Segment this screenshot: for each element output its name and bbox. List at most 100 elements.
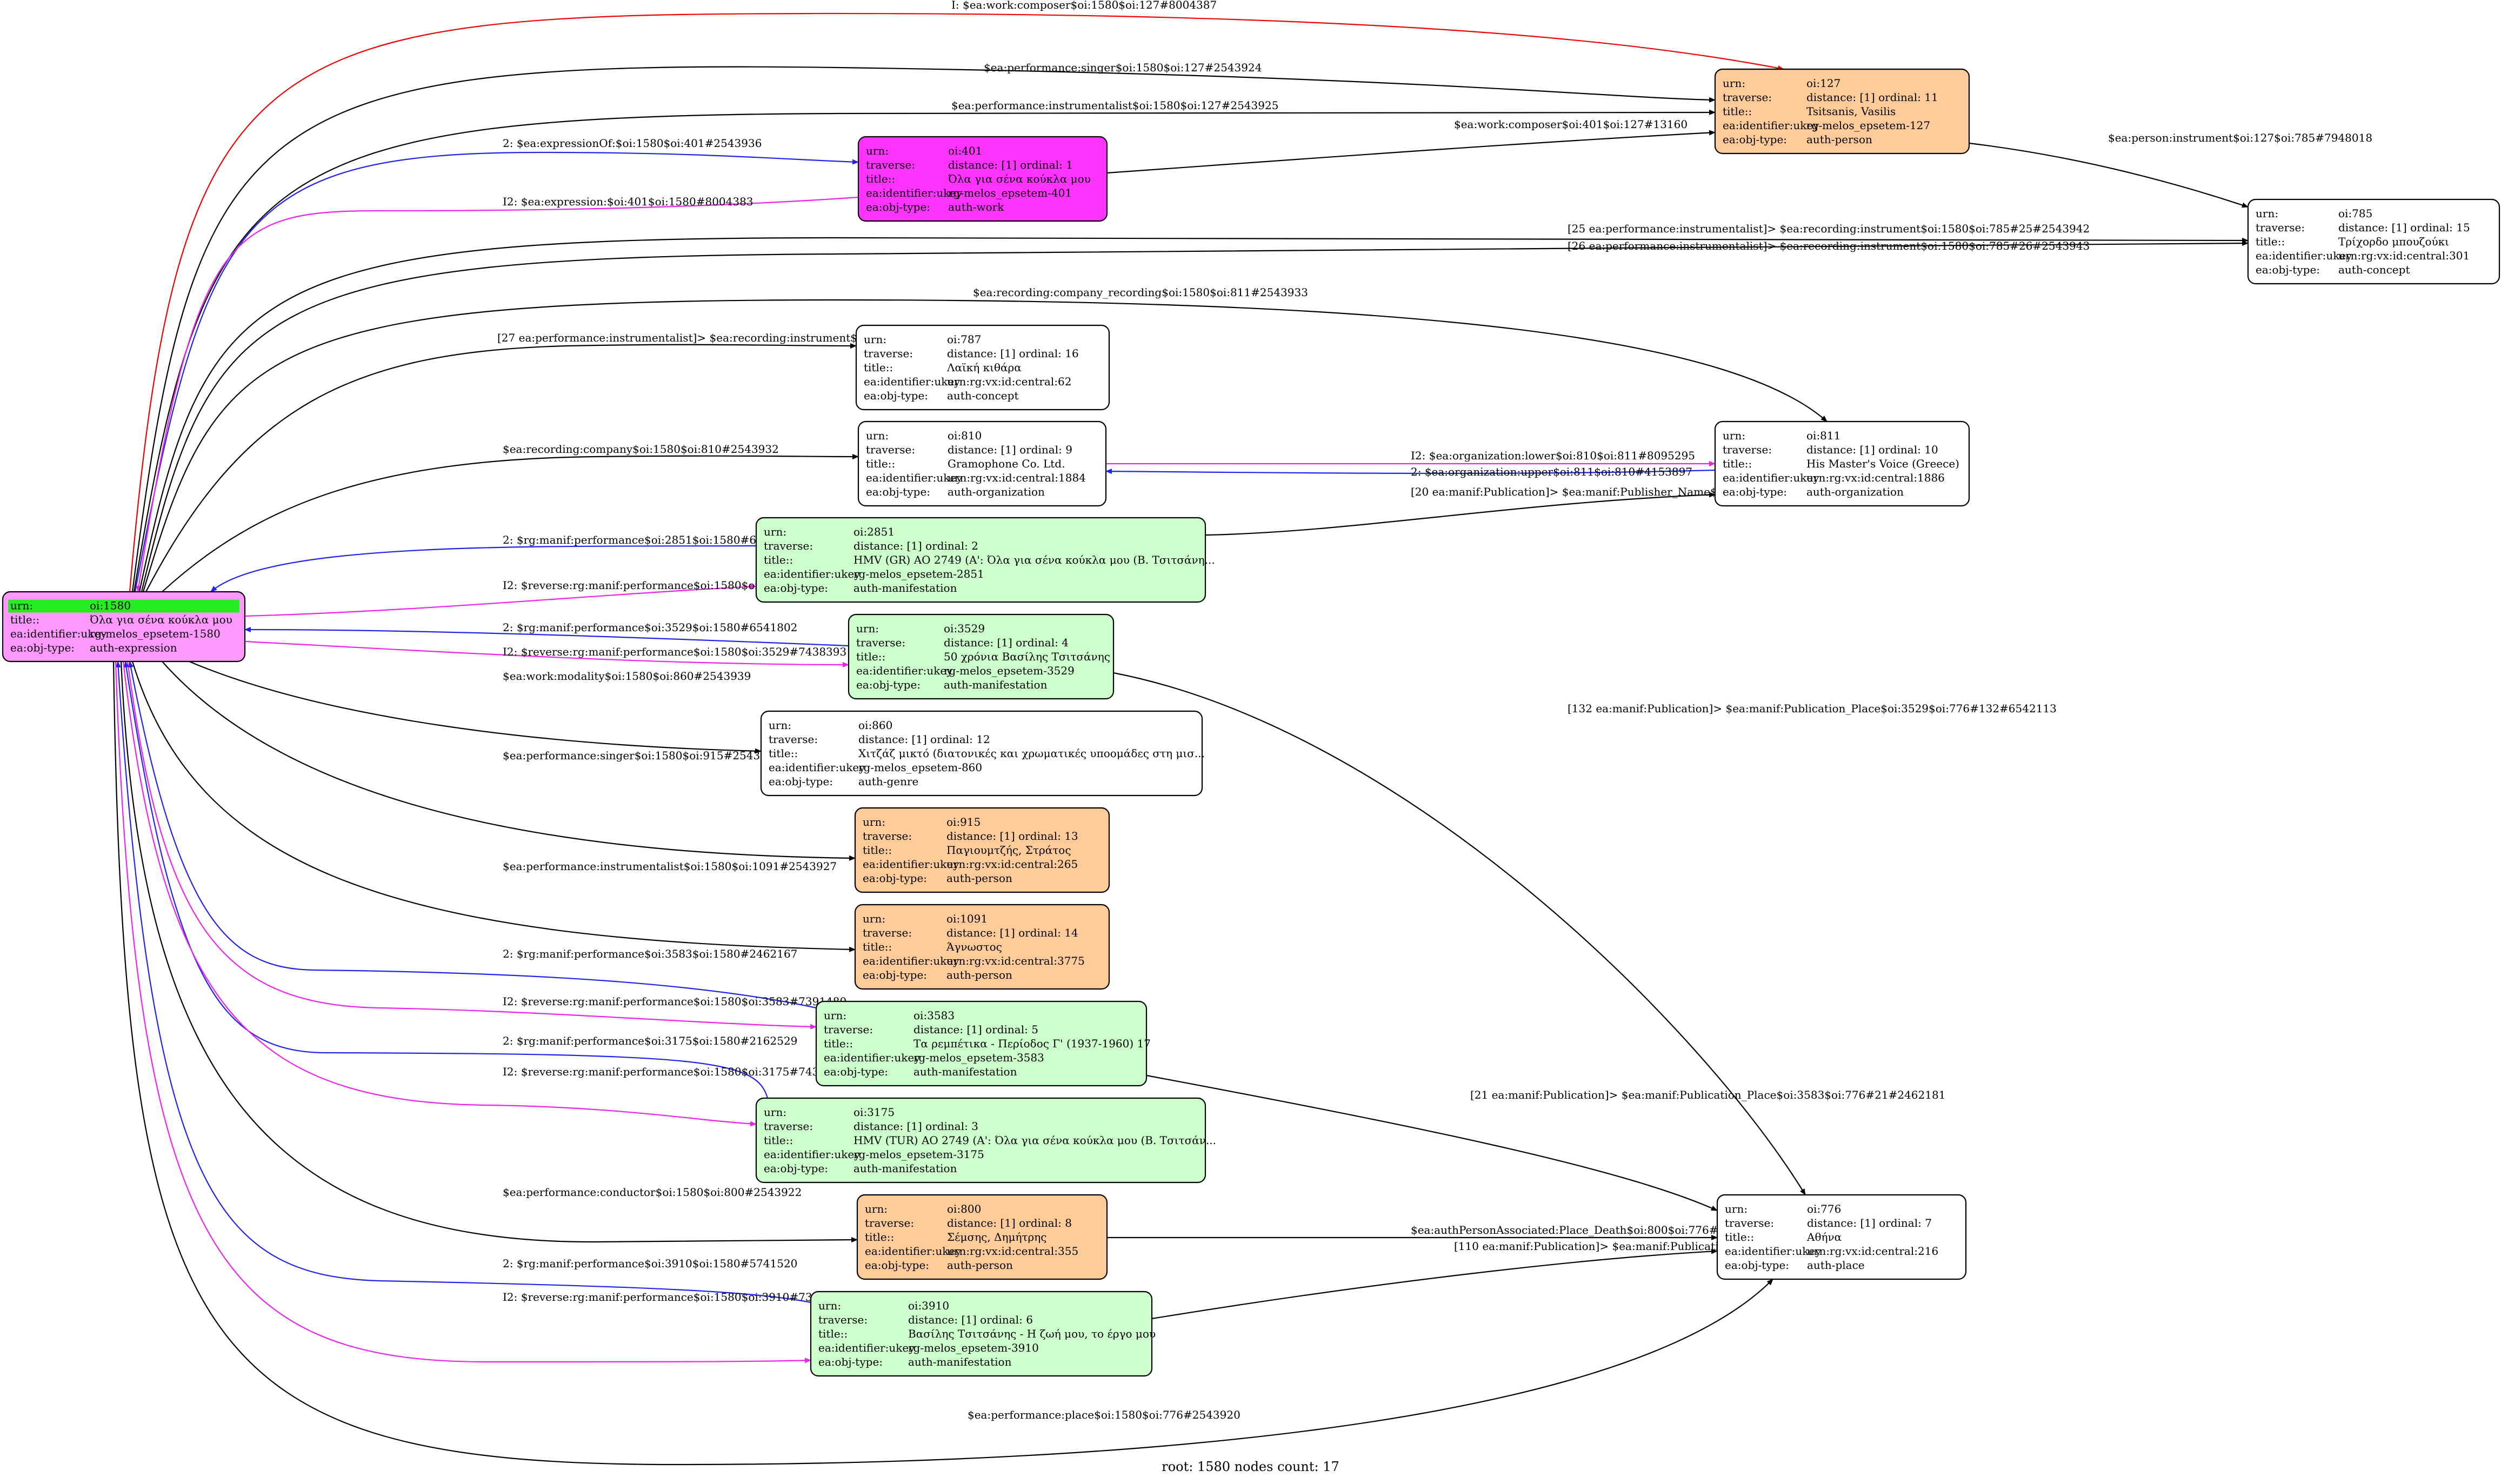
node-field-ukey: urn:rg:vx:id:central:62 [947, 375, 1071, 388]
node-box [2247, 198, 2500, 285]
node-field-traverse: distance: [1] ordinal: 8 [947, 1216, 1072, 1229]
node-field-urn: oi:127 [1806, 77, 1840, 90]
node-field-key: title:: [865, 1231, 894, 1244]
node-field-key: urn: [1725, 1202, 1748, 1215]
edge-line [244, 627, 849, 647]
node-field-type: auth-person [946, 968, 1012, 981]
node-field-key: title:: [863, 844, 892, 857]
node-field-type: auth-manifestation [944, 678, 1048, 691]
edge-line [122, 661, 757, 1127]
node-field-key: traverse: [863, 926, 912, 939]
edge-label: $ea:performance:instrumentalist$oi:1580$… [503, 860, 837, 873]
node-field-ukey: urn:rg:vx:id:central:1884 [948, 471, 1086, 484]
node-field-key: traverse: [824, 1023, 873, 1036]
edge-e16: 2: $rg:manif:performance$oi:2851$oi:1580… [210, 533, 797, 592]
node-field-key: title:: [1725, 1231, 1754, 1244]
edge-line [189, 660, 762, 754]
edge-label: $ea:authPersonAssociated:Place_Death$oi:… [1411, 1224, 1766, 1236]
edge-label: I2: $reverse:rg:manif:performance$oi:158… [503, 645, 846, 658]
edge-label: I2: $ea:organization:lower$oi:810$oi:811… [1411, 449, 1695, 462]
edge-line [126, 661, 817, 1030]
node-box [848, 613, 1115, 700]
node-field-key: traverse: [1723, 443, 1772, 456]
node-field-key: traverse: [863, 830, 912, 843]
node-field-traverse: distance: [1] ordinal: 13 [946, 830, 1078, 843]
edges-layer: I: $ea:work:composer$oi:1580$oi:127#8004… [112, 0, 2372, 1466]
node-field-title: 50 χρόνια Βασίλης Τσιτσάνης [944, 650, 1110, 663]
edge-label: 2: $rg:manif:performance$oi:2851$oi:1580… [503, 533, 797, 546]
node-field-title: HMV (TUR) AO 2749 (A': Όλα για σένα κούκ… [853, 1134, 1216, 1147]
node-field-urn: oi:3529 [944, 622, 985, 635]
node-field-key: ea:identifier:ukey [1723, 471, 1819, 484]
node-field-key: title:: [764, 1134, 793, 1147]
node-field-title: Λαϊκή κιθάρα [946, 361, 1022, 374]
node-field-traverse: distance: [1] ordinal: 6 [908, 1313, 1033, 1326]
node-field-key: traverse: [866, 158, 915, 171]
node-field-key: title:: [866, 172, 895, 185]
node-field-title: Παγιουμτζής, Στράτος [946, 844, 1071, 857]
node-field-type: auth-place [1807, 1259, 1865, 1272]
node-field-ukey: urn:rg:vx:id:central:3775 [946, 954, 1085, 967]
node-field-key: traverse: [865, 1216, 914, 1229]
node-field-key: traverse: [856, 636, 905, 649]
edge-line [244, 584, 757, 617]
node-field-key: ea:identifier:ukey [1725, 1245, 1822, 1258]
edge-e3: $ea:performance:instrumentalist$oi:1580$… [133, 99, 1716, 592]
node-field-type: auth-concept [947, 389, 1018, 402]
node-field-traverse: distance: [1] ordinal: 1 [948, 158, 1073, 171]
node-field-key: traverse: [866, 443, 915, 456]
node-field-type: auth-person [946, 872, 1012, 885]
edge-label: $ea:performance:place$oi:1580$oi:776#254… [968, 1408, 1241, 1421]
node-field-key: title:: [10, 613, 39, 626]
node-field-key: urn: [865, 1202, 888, 1215]
graph-footer: root: 1580 nodes count: 17 [1162, 1459, 1339, 1474]
node-field-key: traverse: [1723, 91, 1772, 104]
edge-label: $ea:person:instrument$oi:127$oi:785#7948… [2108, 131, 2372, 144]
edge-line [142, 299, 1828, 592]
node-box [856, 1194, 1108, 1280]
node-box [760, 710, 1203, 797]
edge-line [131, 66, 1716, 592]
node-field-traverse: distance: [1] ordinal: 5 [913, 1023, 1038, 1036]
edge-line [1113, 672, 1806, 1195]
node-field-urn: oi:811 [1806, 429, 1840, 442]
node-field-key: urn: [2256, 207, 2278, 220]
node-box [1716, 1194, 1967, 1280]
node-field-traverse: distance: [1] ordinal: 14 [946, 926, 1078, 939]
node-field-ukey: rg-melos_epsetem-860 [858, 761, 982, 774]
edge-line [115, 661, 811, 1363]
node-field-key: urn: [863, 815, 885, 828]
node-field-title: Τρίχορδο μπουζούκι [2338, 235, 2449, 248]
node-field-key: ea:identifier:ukey [865, 1245, 962, 1258]
edge-e5: I2: $ea:expression:$oi:401$oi:1580#80043… [136, 195, 859, 592]
node-field-key: title:: [2256, 235, 2285, 248]
edge-e25: I2: $reverse:rg:manif:performance$oi:158… [126, 661, 846, 1030]
edge-label: I: $ea:work:composer$oi:1580$oi:127#8004… [951, 0, 1217, 11]
node-field-type: auth-expression [90, 641, 177, 654]
edge-e14: 2: $ea:organization:upper$oi:811$oi:810#… [1105, 465, 1716, 478]
node-field-ukey: urn:rg:vx:id:central:265 [946, 858, 1078, 871]
node-field-key: title:: [818, 1327, 848, 1340]
edge-label: $ea:performance:instrumentalist$oi:1580$… [951, 99, 1278, 112]
node-field-urn: oi:1091 [946, 912, 988, 925]
node-field-key: urn: [1723, 429, 1745, 442]
node-field-title: Tsitsanis, Vasilis [1806, 105, 1896, 118]
